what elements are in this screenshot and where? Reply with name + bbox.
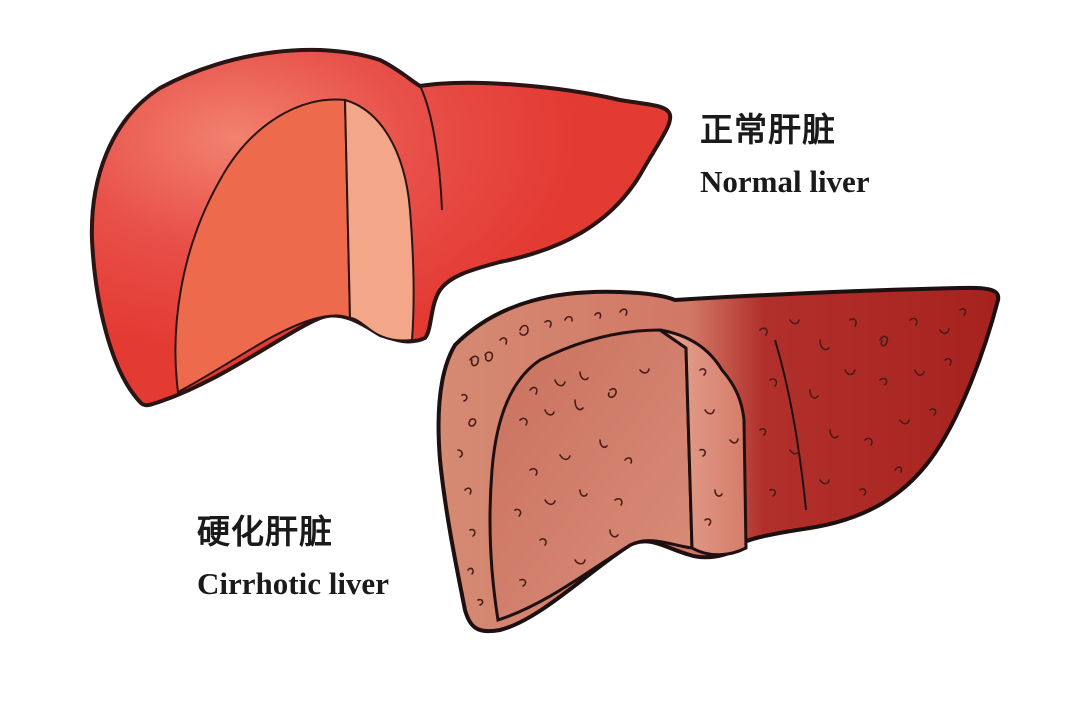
normal-liver-drawing <box>89 47 673 408</box>
normal-liver-cut-face <box>174 98 352 394</box>
cirrhotic-nodule-marks <box>457 308 967 606</box>
cirrhotic-liver-label-en: Cirrhotic liver <box>197 566 389 601</box>
cirrhotic-liver-cut-face-light <box>659 328 748 557</box>
normal-liver-label-zh: 正常肝脏 <box>700 110 836 149</box>
cirrhotic-liver-cut-face <box>488 328 694 622</box>
cirrhotic-liver-lobe-line <box>774 339 807 511</box>
normal-liver-cut-face-light <box>343 98 415 342</box>
normal-liver-label: 正常肝脏 Normal liver <box>700 110 870 202</box>
cirrhotic-liver-drawing <box>436 285 1001 634</box>
normal-liver-lobe-line <box>419 85 443 211</box>
normal-liver-label-en: Normal liver <box>700 164 870 199</box>
cirrhotic-liver-label-zh: 硬化肝脏 <box>197 512 333 551</box>
cirrhotic-liver-label: 硬化肝脏 Cirrhotic liver <box>197 512 389 604</box>
